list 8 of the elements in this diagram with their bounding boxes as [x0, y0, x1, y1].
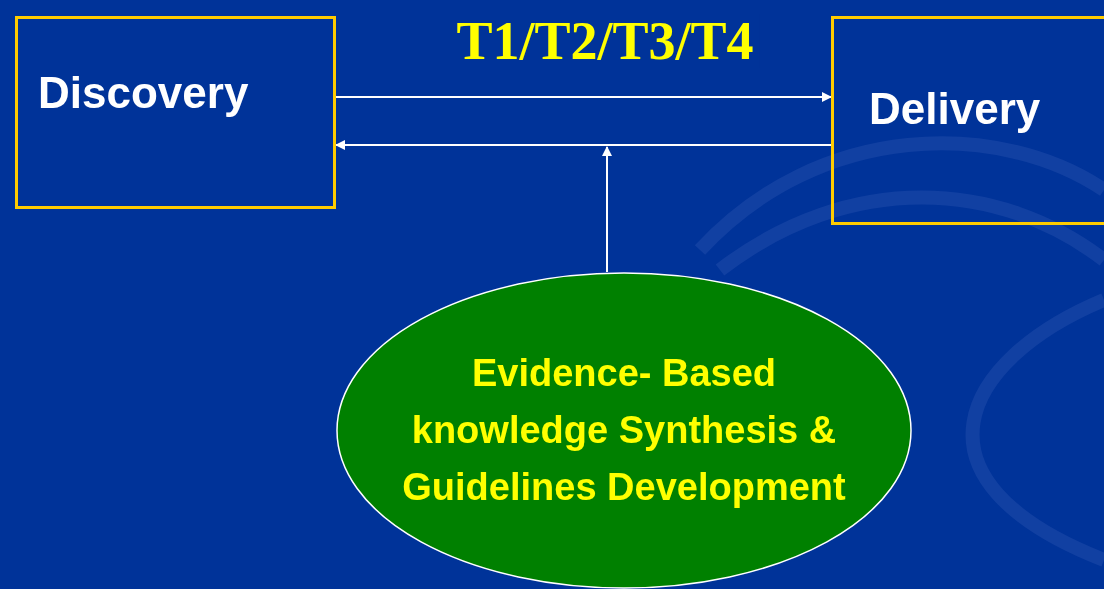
process-box: [831, 16, 1104, 225]
arrow: [335, 92, 832, 102]
process-box: [15, 16, 336, 209]
arrow: [335, 140, 832, 150]
arrow: [602, 146, 612, 273]
node-label: Evidence- Based knowledge Synthesis & Guidelines Development: [401, 351, 847, 510]
node-label: Discovery: [38, 69, 249, 118]
node-label: Delivery: [869, 85, 1041, 134]
